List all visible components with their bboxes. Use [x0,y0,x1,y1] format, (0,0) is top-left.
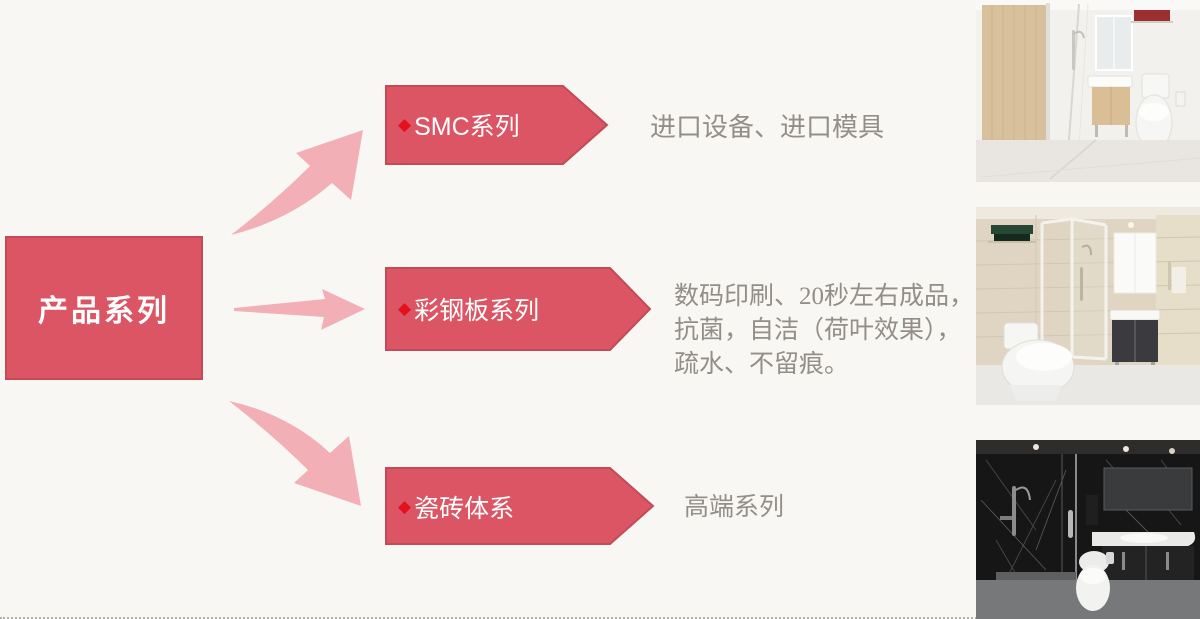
branch-label-text: 彩钢板系列 [414,297,540,325]
description-line: 疏水、不留痕。 [674,351,850,378]
straight-arrow-right-icon [234,289,365,330]
branch-tile-label: ◆ 瓷砖体系 [398,467,514,546]
branch-color-steel-banner: ◆ 彩钢板系列 [385,267,652,351]
bathroom-photo-illustration [976,0,1200,182]
photo-color-steel-bathroom [976,207,1200,405]
bathroom-photo-illustration [976,440,1200,619]
pentagon-arrow-shape [385,85,609,165]
curved-arrow-down-icon [229,401,361,506]
branch-color-steel-description: 数码印刷、20秒左右成品， 抗菌，自洁（荷叶效果）， 疏水、不留痕。 [674,280,974,382]
pentagon-arrow-shape [385,467,655,545]
bathroom-photo-illustration [976,207,1200,405]
branch-label-text: SMC系列 [414,113,520,141]
branch-smc-banner: ◆ SMC系列 [385,85,609,165]
branch-tile-banner: ◆ 瓷砖体系 [385,467,655,546]
branch-tile-description: 高端系列 [684,494,785,521]
description-line: 抗菌，自洁（荷叶效果）， [674,317,962,344]
pentagon-arrow-shape [385,267,652,351]
diamond-bullet-icon: ◆ [398,299,412,319]
photo-smc-bathroom [976,0,1200,182]
root-product-series-box: 产品系列 [5,236,203,380]
root-box-label: 产品系列 [38,295,170,328]
description-line: 数码印刷、20秒左右成品， [674,283,975,310]
branch-label-text: 瓷砖体系 [414,494,515,523]
diamond-bullet-icon: ◆ [398,115,412,135]
branch-smc-label: ◆ SMC系列 [398,85,520,165]
photo-tile-bathroom [976,440,1200,619]
branch-color-steel-label: ◆ 彩钢板系列 [398,267,539,351]
branch-smc-description: 进口设备、进口模具 [650,113,885,142]
curved-arrow-up-icon [231,130,363,235]
diamond-bullet-icon: ◆ [398,496,412,517]
